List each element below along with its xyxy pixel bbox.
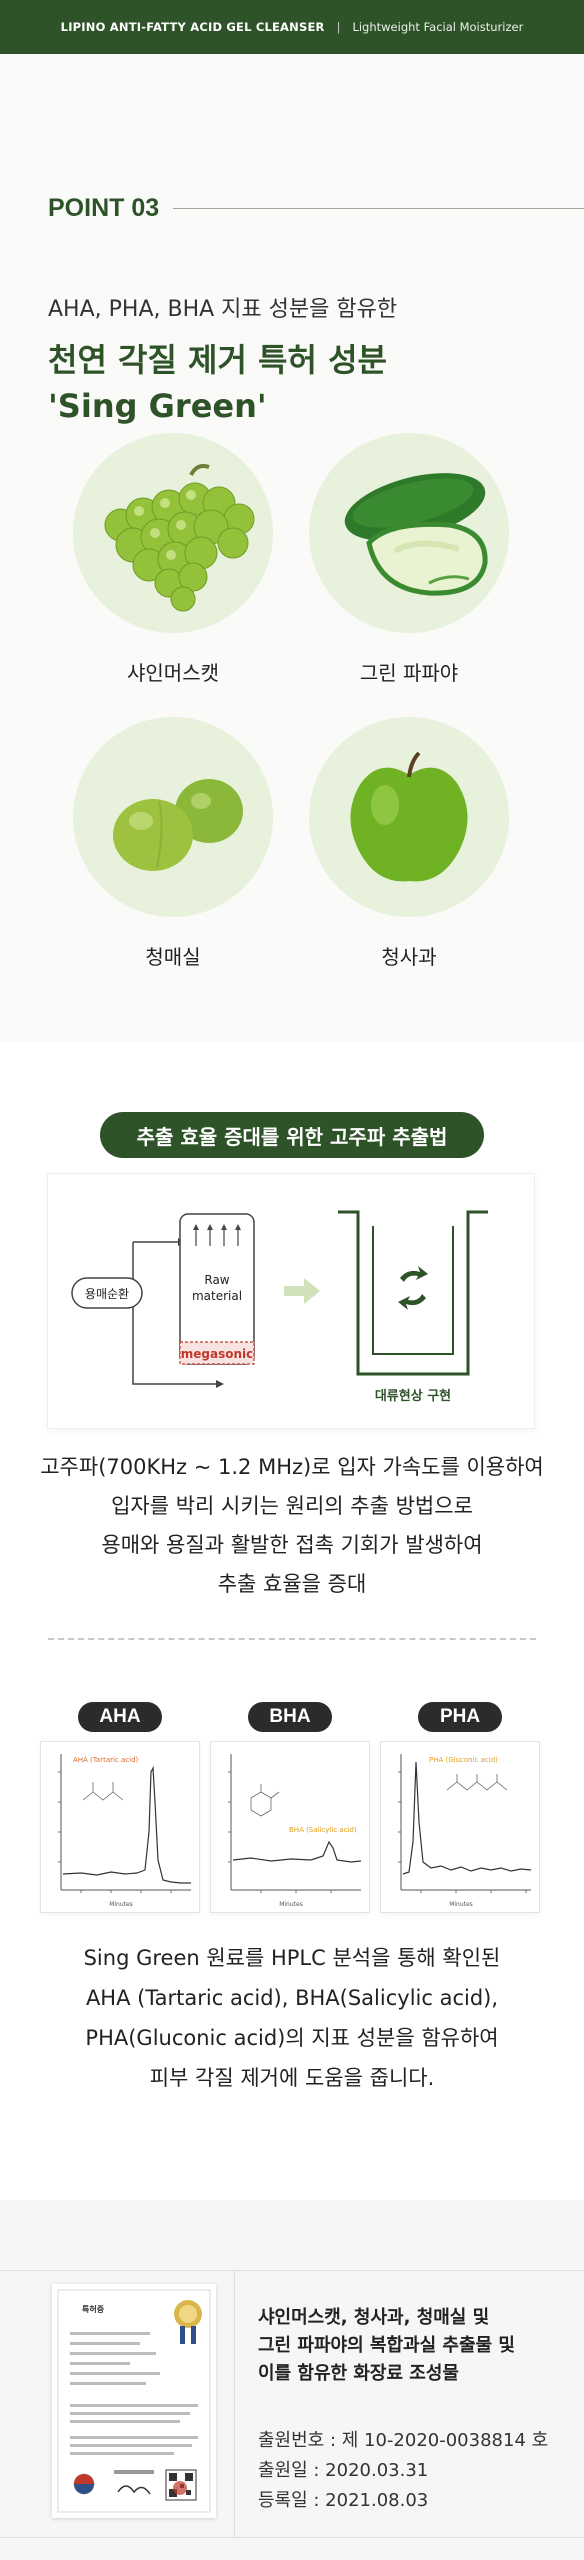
- fruit-label: 청매실: [145, 945, 201, 969]
- fruit-label: 그린 파파야: [359, 661, 459, 685]
- solvent-label: 용매순환: [85, 1287, 129, 1301]
- point-divider-line: [173, 208, 584, 209]
- point-title: POINT 03: [48, 194, 160, 222]
- extraction-description: 고주파(700KHz ~ 1.2 MHz)로 입자 가속도를 이용하여 입자를 …: [0, 1448, 584, 1604]
- convection-cycle-icon: [398, 1266, 428, 1310]
- government-emblem-icon: [73, 2473, 95, 2495]
- extraction-desc-line: 고주파(700KHz ~ 1.2 MHz)로 입자 가속도를 이용하여: [40, 1455, 544, 1479]
- bha-tag: BHA: [248, 1702, 332, 1732]
- green-papaya-icon: [309, 433, 509, 633]
- aha-peak-label: AHA (Tartaric acid): [73, 1756, 139, 1764]
- patent-application-date: 출원일 : 2020.03.31: [258, 2460, 429, 2481]
- headline-line-1: 천연 각질 제거 특허 성분: [48, 341, 387, 379]
- fruit-item-green-plum: 청매실: [73, 717, 273, 970]
- header-separator: |: [336, 20, 341, 34]
- convection-label: 대류현상 구현: [375, 1388, 451, 1404]
- header-tagline: Lightweight Facial Moisturizer: [352, 20, 524, 34]
- convection-vessel-inner: [372, 1226, 454, 1355]
- top-header-bar: LIPINO ANTI-FATTY ACID GEL CLEANSER | Li…: [0, 0, 584, 54]
- extraction-diagram: 용매순환 Raw material megasonic: [48, 1174, 534, 1428]
- aha-tag: AHA: [78, 1702, 162, 1732]
- pha-chromatogram: PHA (Gluconic acid) Minutes: [381, 1742, 539, 1912]
- extraction-section: 추출 효율 증대를 위한 고주파 추출법 용매순환 Raw material: [0, 1042, 584, 2200]
- shine-muscat-grapes-icon: [73, 433, 273, 633]
- patent-divider-line: [234, 2270, 235, 2538]
- patent-certificate-image: 특허증: [52, 2284, 216, 2518]
- extraction-desc-line: 용매와 용질과 활발한 접촉 기회가 발생하여: [101, 1533, 483, 1557]
- megasonic-label: megasonic: [181, 1347, 254, 1361]
- hplc-chart-bha: BHA BHA (Salicylic acid) Minutes: [211, 1702, 369, 1912]
- red-stamp-icon: [173, 2481, 187, 2495]
- hplc-chart-pha: PHA PHA (Gluconic acid) Minutes: [381, 1702, 539, 1912]
- flow-arrow-icon: [284, 1278, 320, 1304]
- signature-icon: [117, 2485, 151, 2495]
- fruit-item-shine-muscat: 샤인머스캣: [73, 433, 273, 686]
- green-apple-icon: [309, 717, 509, 917]
- bha-chromatogram: BHA (Salicylic acid) Minutes: [211, 1742, 369, 1912]
- patent-title-line: 이를 함유한 화장료 조성물: [258, 2363, 459, 2384]
- patent-info: 출원번호 : 제 10-2020-0038814 호 출원일 : 2020.03…: [258, 2426, 548, 2516]
- pha-tag: PHA: [418, 1702, 502, 1732]
- x-axis-label: Minutes: [109, 1901, 133, 1908]
- patent-section: 특허증: [0, 2200, 584, 2560]
- certificate-heading: 특허증: [82, 2304, 105, 2314]
- gold-seal-icon: [174, 2300, 202, 2344]
- raw-material-label-2: material: [192, 1289, 242, 1303]
- patent-title-line: 그린 파파야의 복합과실 추출물 및: [258, 2335, 515, 2356]
- fruit-item-green-papaya: 그린 파파야: [309, 433, 509, 686]
- extraction-desc-line: 추출 효율을 증대: [217, 1572, 367, 1596]
- point-heading-row: POINT 03: [48, 194, 584, 223]
- brand-name: LIPINO ANTI-FATTY ACID GEL CLEANSER: [60, 20, 325, 34]
- point-intro: AHA, PHA, BHA 지표 성분을 함유한: [48, 297, 398, 322]
- hplc-desc-line: 피부 각질 제거에 도움을 줍니다.: [149, 2066, 435, 2090]
- extraction-desc-line: 입자를 박리 시키는 원리의 추출 방법으로: [111, 1494, 473, 1518]
- patent-title-line: 샤인머스캣, 청사과, 청매실 및: [258, 2307, 490, 2328]
- pha-peak-label: PHA (Gluconic acid): [429, 1756, 498, 1764]
- point-headline: 천연 각질 제거 특허 성분 'Sing Green': [48, 337, 387, 429]
- fruit-item-green-apple: 청사과: [309, 717, 509, 970]
- hplc-chart-aha: AHA AHA (Tartaric acid) Minutes: [41, 1702, 199, 1912]
- x-axis-label: Minutes: [449, 1901, 473, 1908]
- x-axis-label: Minutes: [279, 1901, 303, 1908]
- hplc-desc-line: Sing Green 원료를 HPLC 분석을 통해 확인된: [83, 1946, 501, 1970]
- point-section: POINT 03 AHA, PHA, BHA 지표 성분을 함유한 천연 각질 …: [0, 54, 584, 1042]
- hplc-description: Sing Green 원료를 HPLC 분석을 통해 확인된 AHA (Tart…: [0, 1938, 584, 2098]
- fruit-label: 샤인머스캣: [127, 661, 219, 685]
- fruit-label: 청사과: [381, 945, 437, 969]
- green-plums-icon: [73, 717, 273, 917]
- patent-band: [0, 2270, 584, 2538]
- patent-application-number: 출원번호 : 제 10-2020-0038814 호: [258, 2430, 549, 2451]
- bha-peak-label: BHA (Salicylic acid): [289, 1826, 357, 1834]
- raw-material-label-1: Raw: [204, 1273, 229, 1287]
- patent-registration-date: 등록일 : 2021.08.03: [258, 2490, 429, 2511]
- megasonic-zone: [179, 1341, 255, 1365]
- extraction-method-pill: 추출 효율 증대를 위한 고주파 추출법: [100, 1112, 484, 1158]
- section-dashed-divider: [48, 1638, 536, 1640]
- patent-title: 샤인머스캣, 청사과, 청매실 및 그린 파파야의 복합과실 추출물 및 이를 …: [258, 2304, 558, 2388]
- headline-line-2: 'Sing Green': [48, 387, 267, 425]
- solvent-loop-box: [71, 1277, 143, 1309]
- convection-vessel-outer: [338, 1210, 488, 1376]
- aha-chromatogram: AHA (Tartaric acid) Minutes: [41, 1742, 199, 1912]
- hplc-desc-line: PHA(Gluconic acid)의 지표 성분을 함유하여: [85, 2026, 499, 2050]
- hplc-desc-line: AHA (Tartaric acid), BHA(Salicylic acid)…: [85, 1986, 499, 2010]
